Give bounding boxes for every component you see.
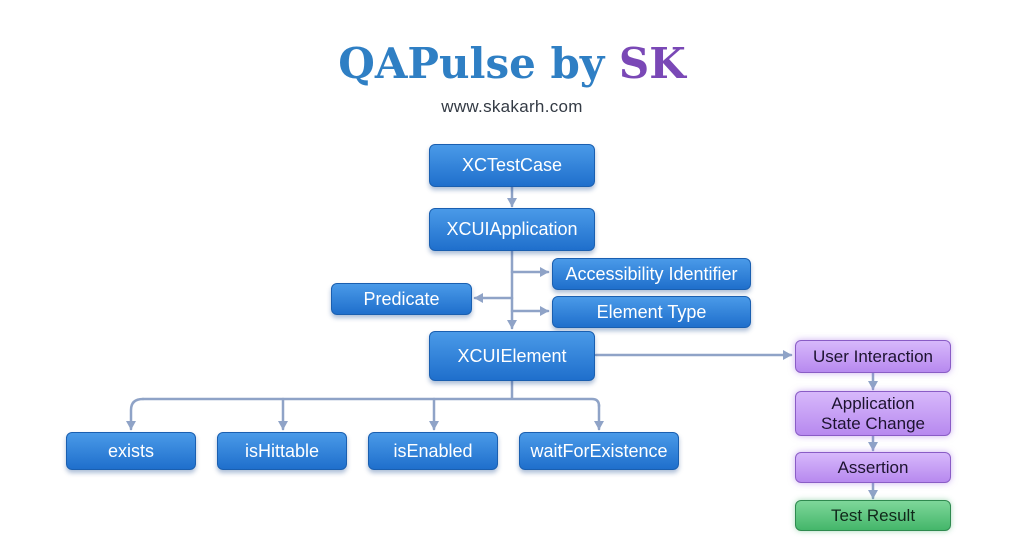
node-assertion-label: Assertion <box>837 457 909 477</box>
node-accessibility-identifier: Accessibility Identifier <box>552 258 751 290</box>
node-xctestcase-label: XCTestCase <box>461 155 563 176</box>
node-element-type-label: Element Type <box>596 301 707 322</box>
node-xcuiapplication-label: XCUIApplication <box>446 219 578 240</box>
node-state-change-line1: Application <box>831 393 915 413</box>
node-ishittable-label: isHittable <box>244 440 320 461</box>
node-waitforexistence: waitForExistence <box>519 432 679 470</box>
node-test-result: Test Result <box>795 500 951 531</box>
node-state-change-line2: State Change <box>821 413 925 433</box>
diagram-title: QAPulse by SK <box>0 36 1024 92</box>
node-ishittable: isHittable <box>217 432 347 470</box>
node-user-interaction-label: User Interaction <box>813 346 933 366</box>
node-isenabled-label: isEnabled <box>393 440 473 461</box>
title-initials-text: SK <box>618 39 686 88</box>
edge-element-to-properties-bus <box>141 379 601 408</box>
node-xcuielement-label: XCUIElement <box>457 345 567 366</box>
node-exists-label: exists <box>107 440 154 461</box>
node-waitforexistence-label: waitForExistence <box>530 440 668 461</box>
node-xcuiapplication: XCUIApplication <box>429 208 595 251</box>
edge-to-exists <box>126 397 145 431</box>
node-xcuielement: XCUIElement <box>429 331 595 381</box>
node-user-interaction: User Interaction <box>795 340 951 373</box>
node-isenabled: isEnabled <box>368 432 498 470</box>
node-xctestcase: XCTestCase <box>429 144 595 187</box>
node-test-result-label: Test Result <box>830 505 916 525</box>
node-predicate-label: Predicate <box>363 288 440 309</box>
website-url: www.skakarh.com <box>441 97 583 116</box>
title-brand-text: QAPulse by <box>338 39 605 88</box>
node-element-type: Element Type <box>552 296 751 328</box>
node-exists: exists <box>66 432 196 470</box>
node-predicate: Predicate <box>331 283 472 315</box>
node-accessibility-identifier-label: Accessibility Identifier <box>565 263 738 284</box>
node-assertion: Assertion <box>795 452 951 483</box>
